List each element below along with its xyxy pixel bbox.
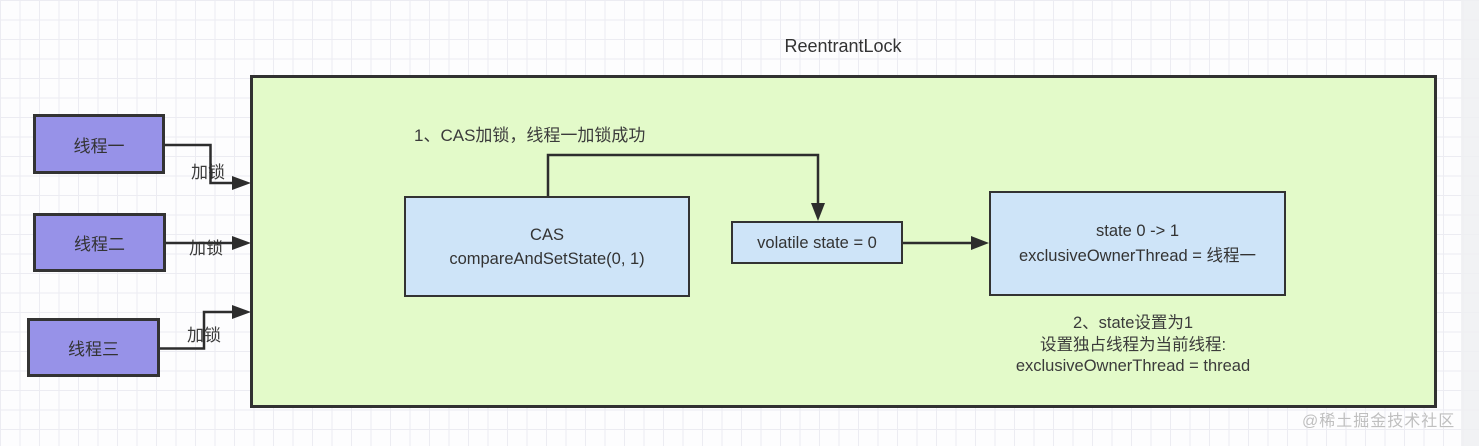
volatile-state-box: volatile state = 0 (731, 221, 903, 264)
watermark-text: @稀土掘金技术社区 (1302, 413, 1456, 430)
thread-3-label: 线程三 (68, 340, 119, 359)
arrowhead-thread-3 (232, 305, 251, 319)
annotation-step2-line1: 2、state设置为1 (1072, 314, 1194, 332)
thread-1-lock-label: 加锁 (191, 163, 225, 182)
thread-2-lock-label: 加锁 (189, 239, 223, 258)
cas-box: CAS compareAndSetState(0, 1) (404, 196, 690, 297)
arrowhead-thread-2 (232, 236, 251, 250)
thread-3-box: 线程三 (27, 318, 160, 377)
thread-1-box: 线程一 (33, 114, 165, 174)
state-result-line2: exclusiveOwnerThread = 线程一 (1018, 246, 1257, 265)
annotation-step2: 2、state设置为1 设置独占线程为当前线程: exclusiveOwnerT… (983, 313, 1283, 378)
arrowhead-thread-1 (232, 176, 251, 190)
annotation-step1: 1、CAS加锁，线程一加锁成功 (414, 126, 646, 145)
state-result-line1: state 0 -> 1 (1095, 221, 1179, 240)
cas-box-line1: CAS (530, 225, 564, 244)
volatile-state-label: volatile state = 0 (757, 233, 877, 252)
diagram-title: ReentrantLock (784, 36, 902, 56)
annotation-step2-line3: exclusiveOwnerThread = thread (1015, 357, 1251, 375)
thread-3-lock-label: 加锁 (187, 326, 221, 345)
cas-box-line2: compareAndSetState(0, 1) (449, 249, 645, 268)
thread-2-box: 线程二 (33, 213, 166, 272)
page-edge-strip (1461, 0, 1479, 446)
thread-1-label: 线程一 (73, 136, 125, 156)
annotation-step2-line2: 设置独占线程为当前线程: (1039, 335, 1227, 354)
thread-2-label: 线程二 (74, 235, 125, 254)
state-result-box: state 0 -> 1 exclusiveOwnerThread = 线程一 (989, 191, 1286, 296)
